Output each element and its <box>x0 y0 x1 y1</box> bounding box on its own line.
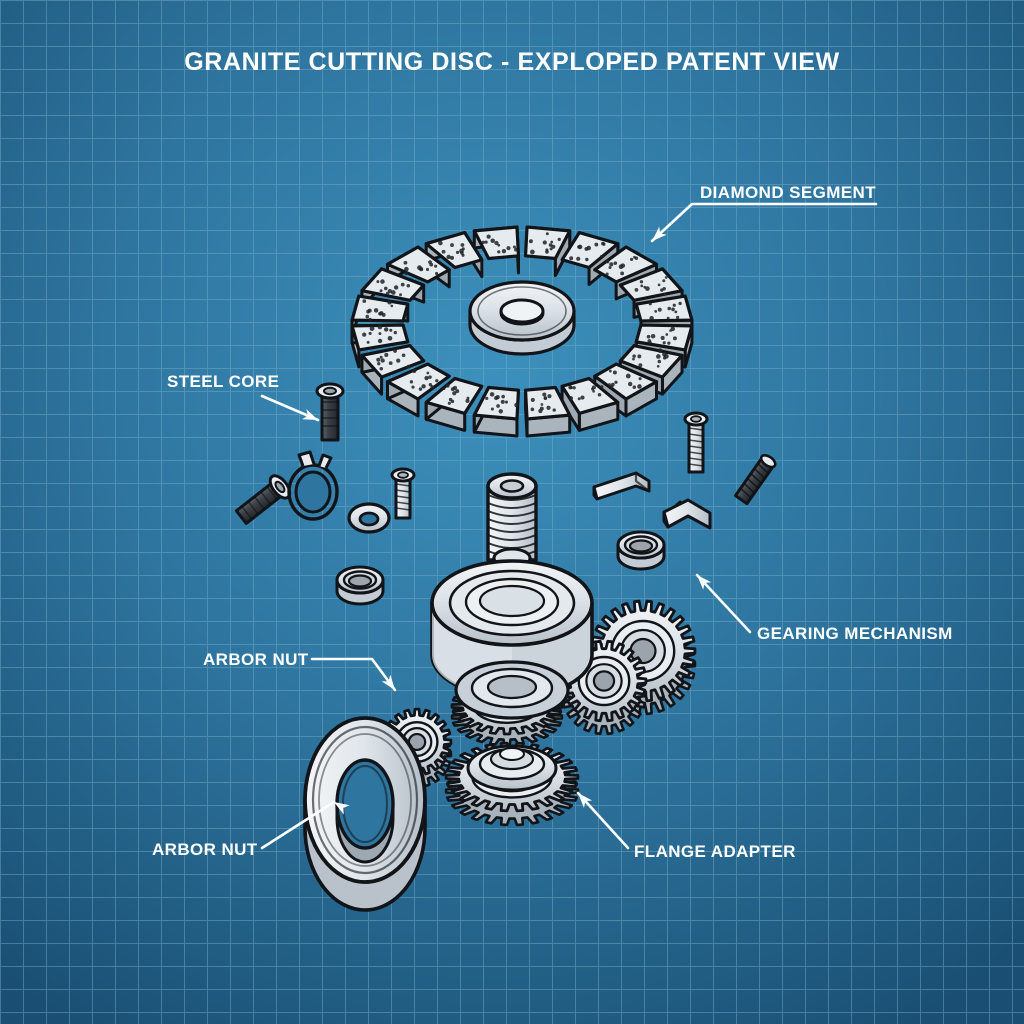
hub-washer <box>468 280 576 356</box>
key-bar <box>592 471 651 501</box>
diamond-segment-block <box>360 344 426 396</box>
leader-arrow-arbor-nut-lower <box>334 802 350 815</box>
leader-line-flange-adapter <box>576 791 630 850</box>
diamond-segment-block <box>523 385 572 438</box>
leader-arrow-flange-adapter <box>578 793 593 808</box>
callout-gearing-mechanism[interactable]: GEARING MECHANISM <box>693 571 953 643</box>
label-steel-core: STEEL CORE <box>167 372 279 391</box>
diamond-segment-block <box>472 225 521 275</box>
socket-screw-left <box>390 467 416 520</box>
spindle-assembly <box>430 472 594 720</box>
diamond-segment-block <box>560 376 620 432</box>
diamond-segment-block <box>472 385 521 438</box>
label-arbor-nut-upper: ARBOR NUT <box>203 650 309 669</box>
label-diamond-segment: DIAMOND SEGMENT <box>700 183 876 202</box>
leader-line-diamond-segment <box>650 202 878 243</box>
label-arbor-nut-lower: ARBOR NUT <box>152 840 258 859</box>
flat-washer-left <box>347 502 391 534</box>
callout-diamond-segment[interactable]: DIAMOND SEGMENT <box>648 183 878 245</box>
callout-flange-adapter[interactable]: FLANGE ADAPTER <box>574 789 796 861</box>
leader-line-arbor-nut-upper <box>310 657 397 692</box>
diamond-segment-block <box>350 323 410 369</box>
bearing-ring-left <box>335 565 385 606</box>
lower-hub <box>466 744 558 792</box>
leader-line-gearing-mechanism <box>695 573 752 634</box>
label-flange-adapter: FLANGE ADAPTER <box>634 842 796 861</box>
diamond-segment-block <box>424 231 484 279</box>
leader-arrow-gearing-mechanism <box>697 575 712 590</box>
retaining-ring-clip <box>287 450 339 521</box>
leader-arrow-arbor-nut-upper <box>381 674 395 690</box>
callout-labels: DIAMOND SEGMENT STEEL CORE GEARING MECHANI… <box>152 183 953 861</box>
hex-bolt-dark-upper-left <box>315 382 345 442</box>
diamond-segment-ring <box>350 225 694 438</box>
bearing-ring-right <box>616 530 666 571</box>
callout-arbor-nut-upper[interactable]: ARBOR NUT <box>203 650 399 693</box>
callout-steel-core[interactable]: STEEL CORE <box>167 372 320 425</box>
set-screw-right <box>734 453 777 506</box>
arbor-nut-large <box>303 716 427 912</box>
leader-arrow-steel-core <box>302 409 318 420</box>
socket-screw-right <box>683 411 709 474</box>
diamond-segment-block <box>424 376 484 432</box>
callout-arbor-nut-lower[interactable]: ARBOR NUT <box>152 797 350 859</box>
angle-bracket <box>662 498 712 530</box>
diamond-segment-block <box>385 362 451 418</box>
label-gearing-mechanism: GEARING MECHANISM <box>757 624 953 643</box>
leader-line-arbor-nut-lower <box>260 800 336 850</box>
page-title: GRANITE CUTTING DISC - EXPLOPED PATENT V… <box>184 48 839 76</box>
leader-arrow-diamond-segment <box>652 226 667 241</box>
